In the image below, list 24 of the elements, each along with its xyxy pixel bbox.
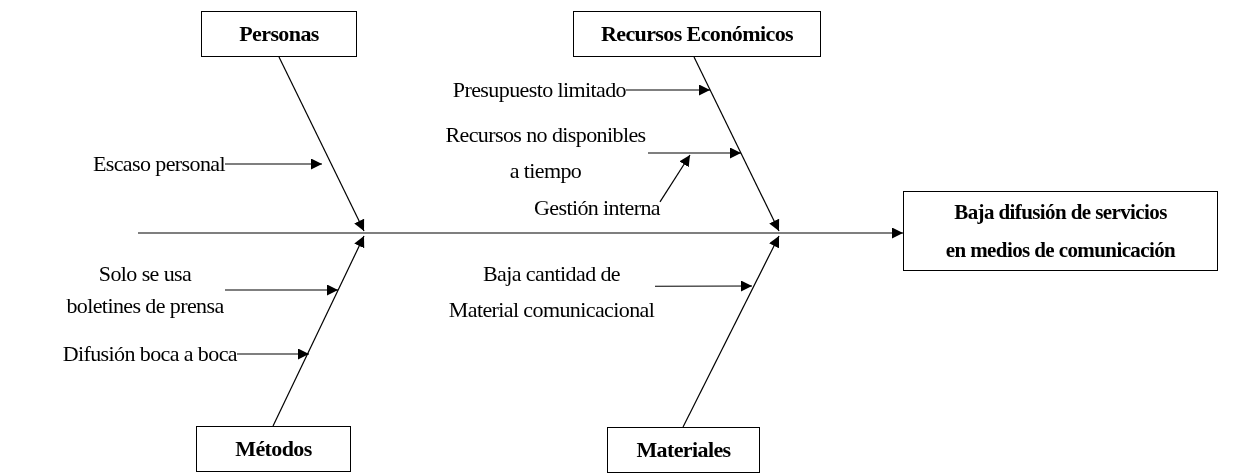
arrow [224,284,339,296]
arrow [236,348,310,360]
cause-text: Escaso personal [50,146,225,182]
cause-text: Solo se usa boletines de prensa [65,258,225,322]
effect-box: Baja difusión de servicios en medios de comunicación [903,191,1218,271]
category-box: Recursos Económicos [573,11,821,57]
category-box: Métodos [196,426,351,472]
cause-text: Baja cantidad de Material comunicacional [448,256,655,328]
bone-arrow [272,235,365,427]
cause-text: Presupuesto limitado [398,72,626,108]
arrow [647,147,742,159]
arrow [654,280,753,292]
bone-arrow [693,56,780,232]
arrow [625,84,711,96]
category-box: Personas [201,11,357,57]
cause-text: Difusión boca a boca [4,336,237,372]
cause-text: Recursos no disponibles a tiempo [443,117,648,189]
bone-arrow [278,56,365,232]
cause-text: Gestión interna [494,190,660,226]
bone-arrow [682,235,780,428]
category-box: Materiales [607,427,760,473]
arrow [224,158,323,170]
spine-arrow [137,227,904,239]
arrow [659,154,691,203]
